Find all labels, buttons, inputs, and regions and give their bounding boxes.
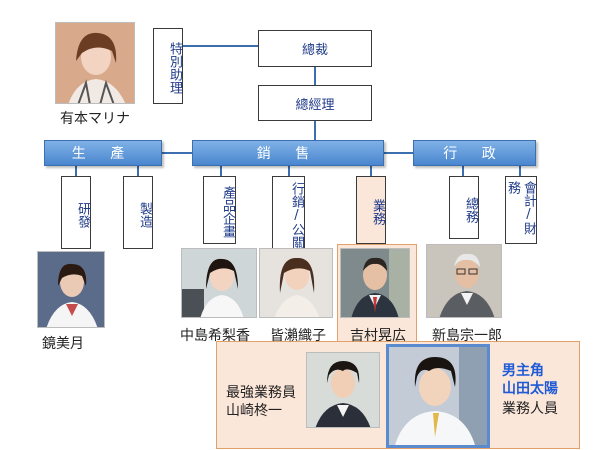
shinjima-photo xyxy=(426,244,502,318)
connector-assistant-president xyxy=(183,45,258,47)
division-production-label: 生 產 xyxy=(71,146,135,162)
gm-box: 總經理 xyxy=(258,85,372,121)
yamada-title: 業務人員 xyxy=(502,401,558,417)
arimoto-name: 有本マリナ xyxy=(60,111,130,127)
connector-business xyxy=(370,166,372,178)
division-admin: 行 政 xyxy=(413,140,536,166)
dept-marketing-pr: 行銷/公關 xyxy=(272,176,305,250)
division-sales: 銷 售 xyxy=(192,140,384,166)
yamazaki-title: 最強業務員 xyxy=(226,385,296,401)
dept-accounting-finance-label: 會計/財務 xyxy=(505,181,536,235)
dept-research-label: 研發 xyxy=(75,201,90,228)
kagami-photo xyxy=(37,251,105,328)
special-assistant-box: 特別助理 xyxy=(153,28,183,104)
president-label: 總裁 xyxy=(301,43,328,58)
connector-planning xyxy=(220,166,222,178)
yamada-photo xyxy=(386,344,490,448)
minase-name: 皆瀨織子 xyxy=(270,328,326,344)
minase-photo xyxy=(259,248,333,318)
special-assistant-label: 特別助理 xyxy=(167,42,182,94)
dept-manufacturing: 製造 xyxy=(123,176,153,249)
yamazaki-photo xyxy=(306,352,380,428)
dept-business: 業務 xyxy=(356,176,386,244)
dept-marketing-pr-label: 行銷/公關 xyxy=(289,181,304,249)
connector-research xyxy=(75,166,77,178)
connector-president-gm xyxy=(314,67,316,85)
connector-marketing xyxy=(288,166,290,178)
dept-manufacturing-label: 製造 xyxy=(137,201,152,228)
yoshimura-name: 吉村晃広 xyxy=(350,328,406,344)
kagami-name: 鏡美月 xyxy=(42,336,84,352)
dept-general-affairs: 總務 xyxy=(449,176,479,239)
nakajima-photo xyxy=(181,248,257,318)
division-production: 生 產 xyxy=(44,140,162,166)
connector-general xyxy=(462,166,464,178)
connector-manufacturing xyxy=(137,166,139,178)
yamada-name: 山田太陽 xyxy=(502,381,558,397)
nakajima-name: 中島希梨香 xyxy=(180,328,250,344)
dept-product-planning-label: 產品企畫 xyxy=(220,186,235,238)
president-box: 總裁 xyxy=(258,30,372,67)
gm-label: 總經理 xyxy=(295,97,335,113)
dept-product-planning: 產品企畫 xyxy=(203,176,236,244)
dept-research: 研發 xyxy=(61,176,91,249)
dept-general-affairs-label: 總務 xyxy=(463,196,478,223)
yamazaki-name: 山崎柊一 xyxy=(226,403,282,419)
arimoto-photo xyxy=(55,22,135,104)
connector-accounting xyxy=(519,166,521,178)
division-sales-label: 銷 售 xyxy=(256,146,320,162)
connector-gm-sales xyxy=(314,121,316,141)
shinjima-name: 新島宗一郎 xyxy=(432,328,502,344)
yamada-role: 男主角 xyxy=(502,363,544,379)
dept-accounting-finance: 會計/財務 xyxy=(505,176,537,244)
yoshimura-photo xyxy=(340,248,410,318)
dept-business-label: 業務 xyxy=(370,199,385,225)
division-admin-label: 行 政 xyxy=(443,146,506,162)
